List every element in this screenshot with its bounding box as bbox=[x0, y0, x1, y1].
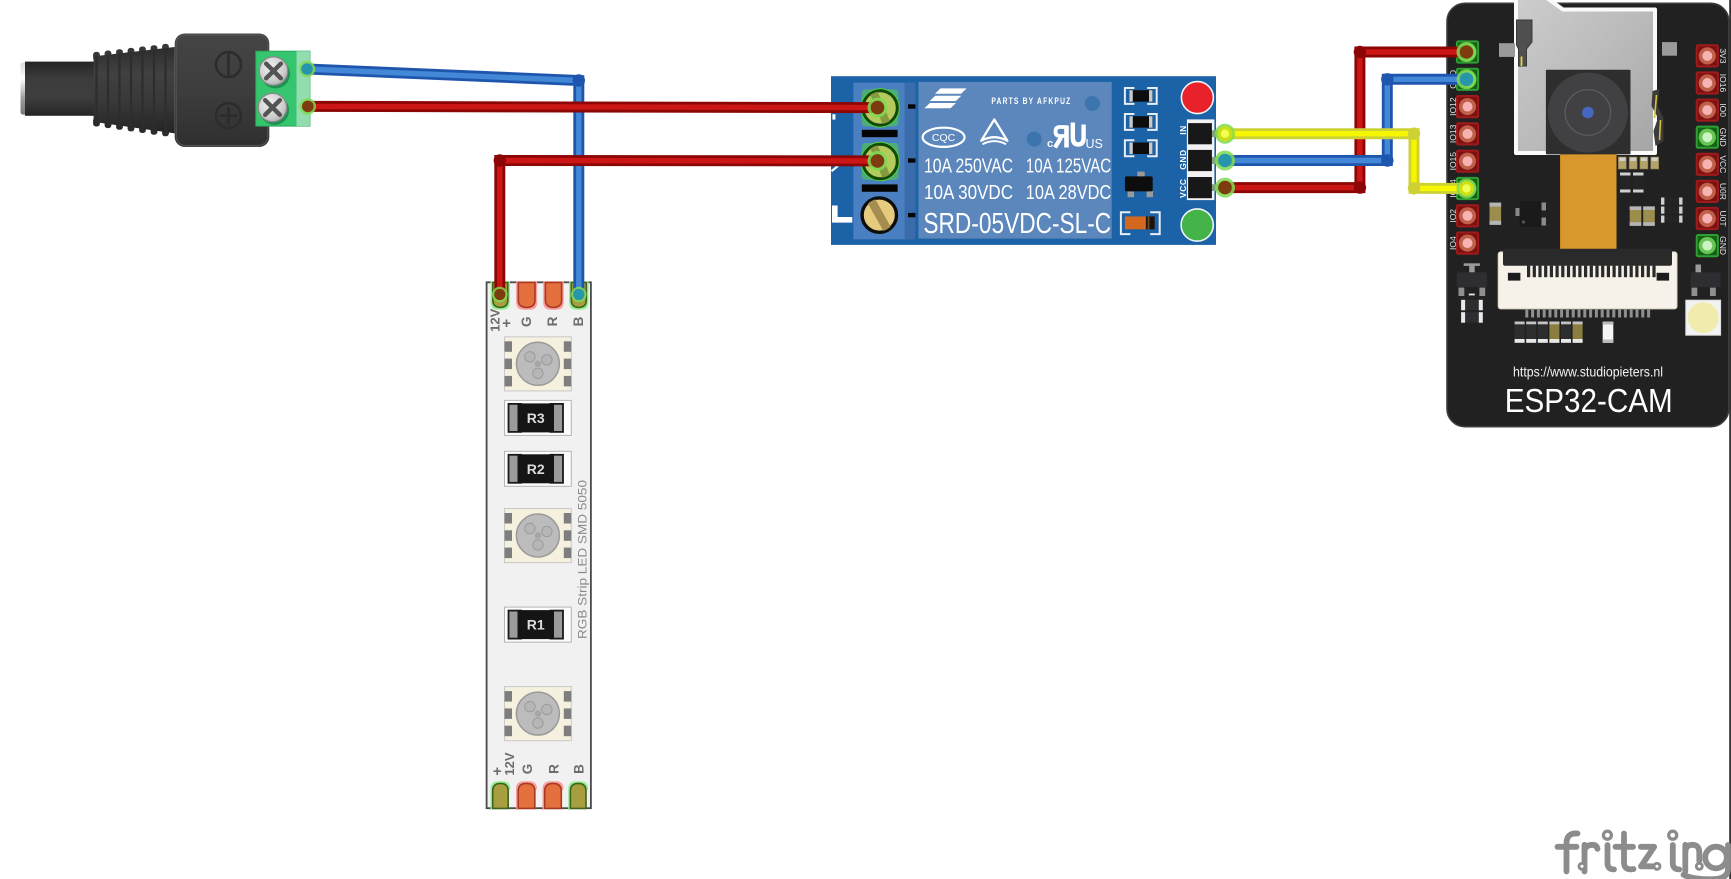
svg-text:GND: GND bbox=[1718, 128, 1728, 147]
svg-text:R: R bbox=[545, 316, 560, 326]
svg-text:10A 28VDC: 10A 28VDC bbox=[1026, 182, 1111, 204]
svg-text:IO2: IO2 bbox=[1448, 209, 1458, 223]
svg-text:IO0: IO0 bbox=[1718, 103, 1728, 117]
svg-text:c: c bbox=[1047, 138, 1053, 150]
svg-text:IO4: IO4 bbox=[1448, 236, 1458, 250]
svg-text:US: US bbox=[1086, 137, 1103, 151]
svg-text:12V: 12V bbox=[502, 752, 517, 775]
svg-text:PARTS BY AFKPUZ: PARTS BY AFKPUZ bbox=[991, 96, 1071, 106]
svg-text:SRD-05VDC-SL-C: SRD-05VDC-SL-C bbox=[923, 208, 1111, 240]
svg-text:CQC: CQC bbox=[932, 132, 956, 144]
svg-text:B: B bbox=[572, 764, 587, 774]
svg-text:U0R: U0R bbox=[1718, 183, 1728, 200]
svg-text:B: B bbox=[571, 316, 586, 326]
svg-text:VCC: VCC bbox=[1718, 155, 1728, 173]
svg-text:G: G bbox=[520, 764, 535, 775]
svg-text:3V3: 3V3 bbox=[1718, 48, 1728, 63]
svg-text:IN: IN bbox=[1178, 125, 1188, 135]
svg-text:GND: GND bbox=[1178, 149, 1188, 169]
svg-text:G: G bbox=[519, 316, 534, 327]
svg-text:U0T: U0T bbox=[1718, 210, 1728, 226]
svg-text:GND: GND bbox=[1718, 236, 1728, 255]
svg-text:IO12: IO12 bbox=[1448, 97, 1458, 116]
svg-text:R1: R1 bbox=[527, 617, 545, 633]
svg-text:10A 125VAC: 10A 125VAC bbox=[1026, 156, 1111, 178]
svg-text:12V: 12V bbox=[488, 308, 503, 331]
svg-text:ESP32-CAM: ESP32-CAM bbox=[1505, 383, 1673, 420]
svg-text:VCC: VCC bbox=[1178, 178, 1188, 197]
svg-text:IO15: IO15 bbox=[1448, 152, 1458, 171]
svg-text:10A 250VAC: 10A 250VAC bbox=[924, 156, 1013, 178]
svg-text:10A 30VDC: 10A 30VDC bbox=[924, 182, 1013, 204]
svg-text:R3: R3 bbox=[527, 410, 545, 426]
svg-text:R: R bbox=[546, 764, 561, 774]
svg-text:R2: R2 bbox=[527, 461, 545, 477]
svg-text:+: + bbox=[502, 315, 511, 332]
svg-text:https://www.studiopieters.nl: https://www.studiopieters.nl bbox=[1513, 364, 1663, 380]
svg-text:+: + bbox=[493, 763, 502, 780]
svg-text:RGB Strip LED SMD 5050: RGB Strip LED SMD 5050 bbox=[578, 480, 590, 639]
svg-text:IO16: IO16 bbox=[1718, 74, 1728, 93]
svg-text:IO13: IO13 bbox=[1448, 124, 1458, 143]
